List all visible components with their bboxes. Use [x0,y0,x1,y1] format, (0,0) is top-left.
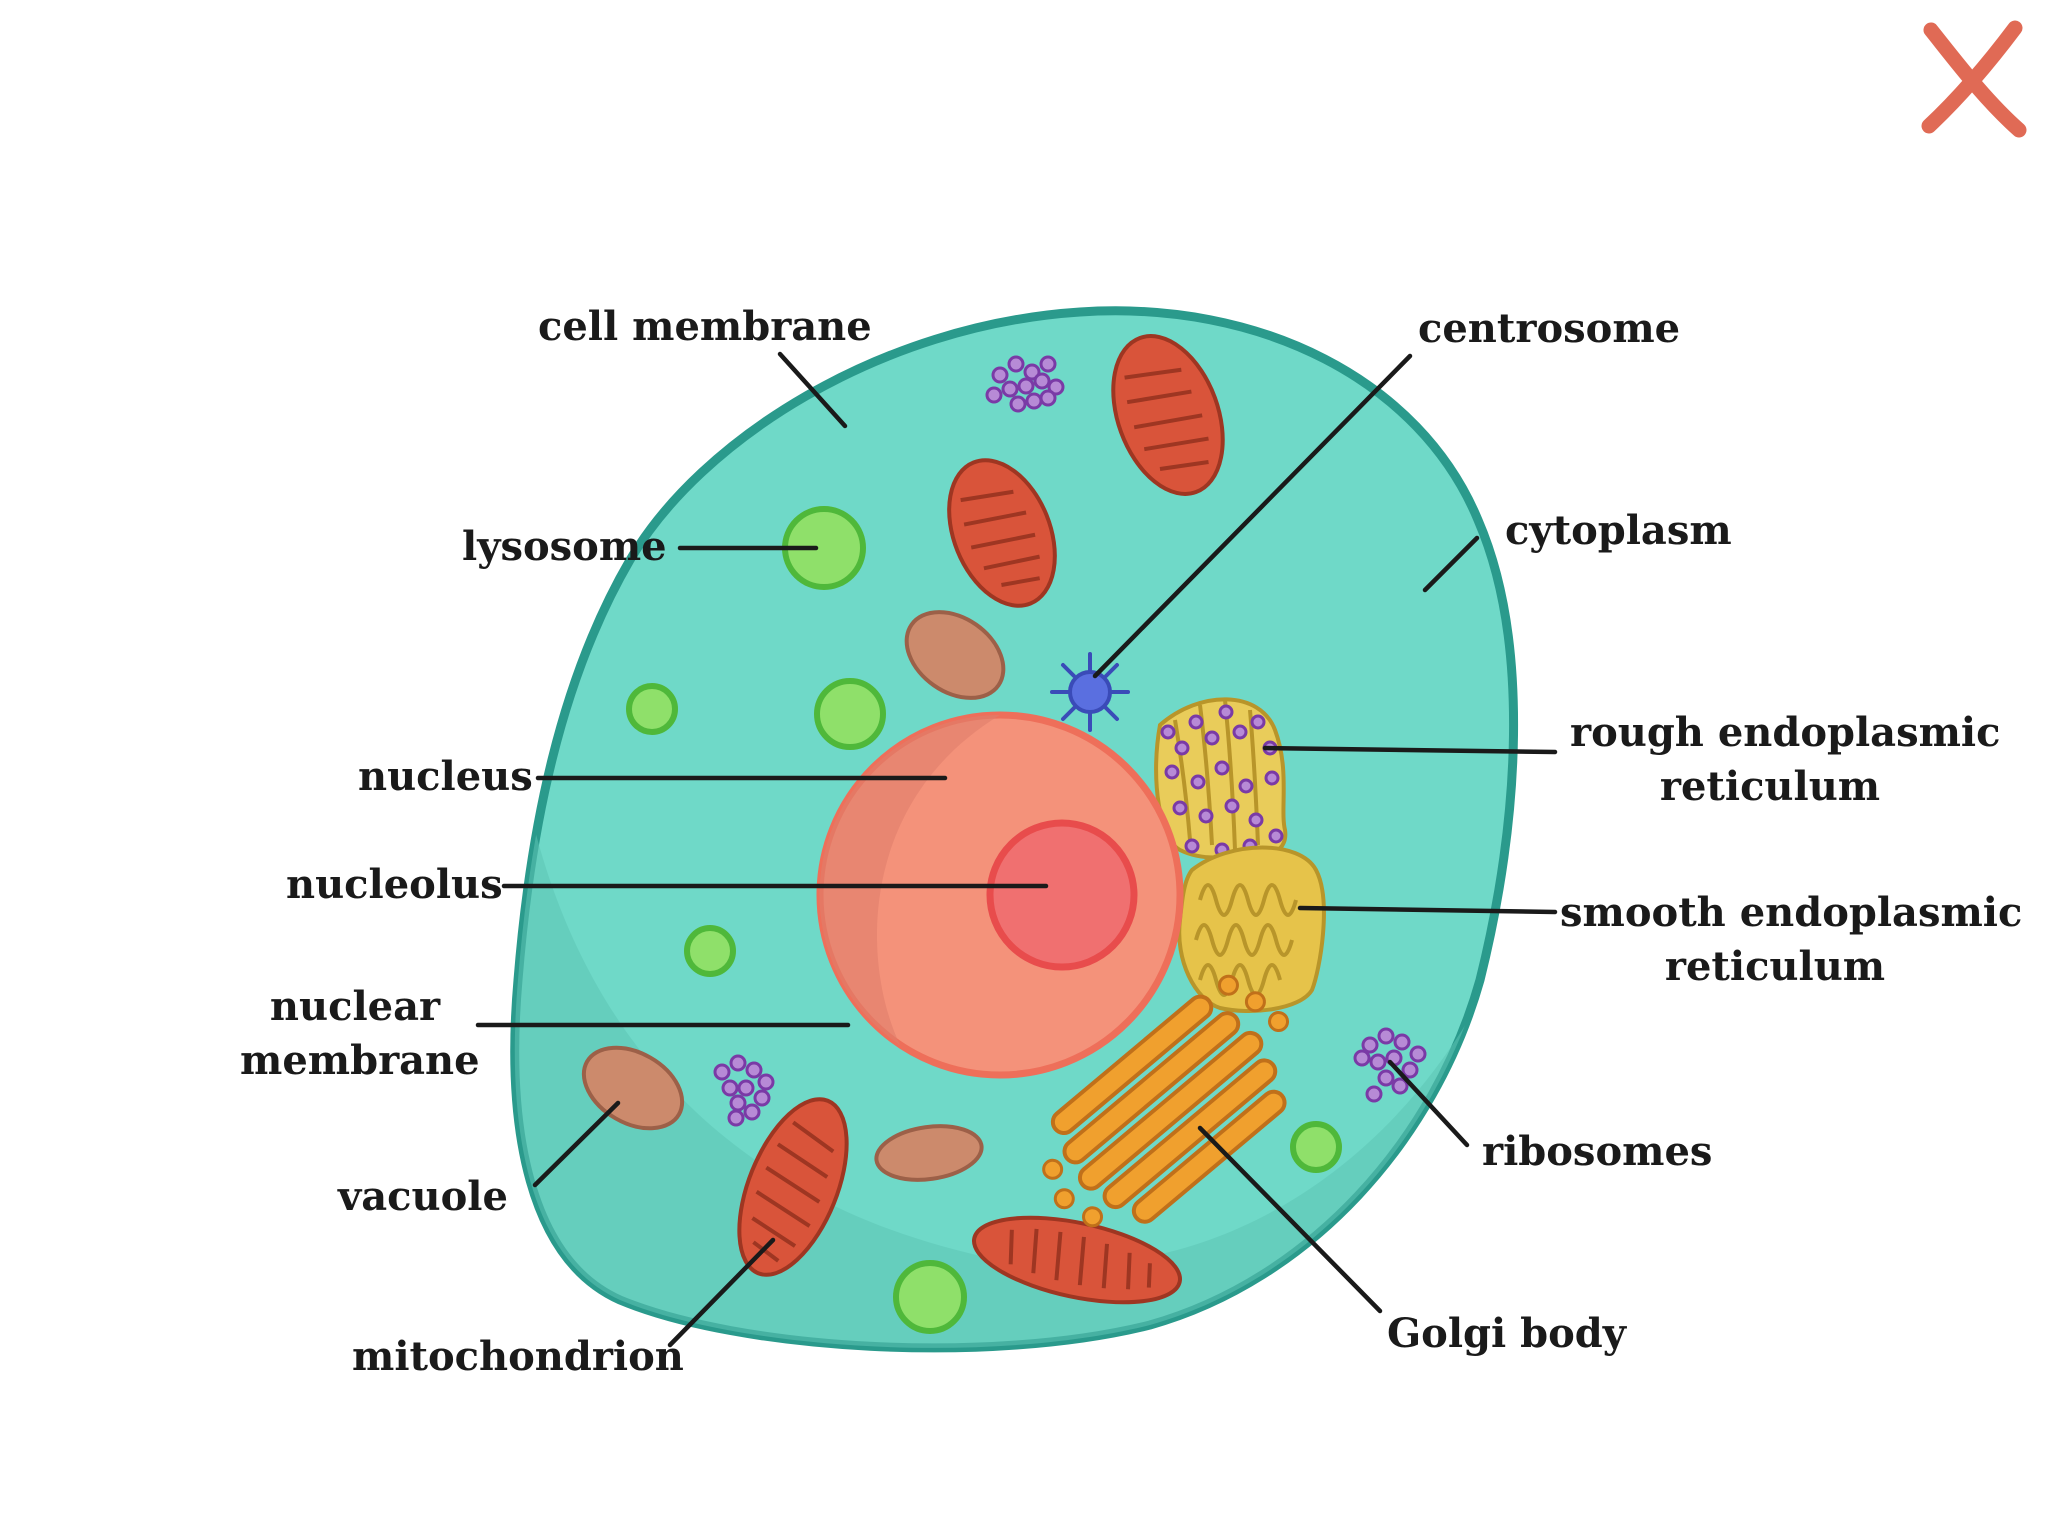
label-nuclear-membrane-line2: membrane [240,1037,480,1084]
rough-er [1154,697,1288,860]
label-vacuole: vacuole [338,1173,508,1220]
label-smooth-er: smooth endoplasmic reticulum [1560,886,2023,994]
nucleus [816,711,1184,1079]
nucleolus [986,819,1138,971]
vacuole-group [581,610,1006,1182]
label-rough-er-line2: reticulum [1659,763,1881,810]
mitochondrion-bottom [972,1215,1182,1305]
mitochondrion-top [1111,334,1225,496]
label-rough-er-line1: rough endoplasmic [1570,709,2001,756]
leader-lines [475,351,1558,1348]
label-cell-membrane: cell membrane [538,303,872,350]
label-cytoplasm: cytoplasm [1505,507,1732,554]
smooth-er [1177,845,1326,1013]
close-x-icon [1921,20,2027,138]
golgi-body [1042,974,1290,1228]
centrosome [1050,652,1130,732]
label-mitochondrion: mitochondrion [352,1333,684,1380]
label-nuclear-membrane: nuclear membrane [240,980,480,1088]
ribosome-cluster-right [1353,1027,1427,1103]
label-centrosome: centrosome [1418,305,1681,352]
lysosome-group [626,506,1342,1334]
mitochondrion-lower-left [737,1097,849,1277]
label-lysosome: lysosome [462,523,667,570]
ribosome-cluster-top [985,355,1065,413]
label-smooth-er-line1: smooth endoplasmic [1560,889,2023,936]
close-button[interactable] [1915,20,2033,138]
label-rough-er: rough endoplasmic reticulum [1570,706,2001,814]
label-nucleolus: nucleolus [286,861,503,908]
label-smooth-er-line2: reticulum [1664,943,1886,990]
label-nucleus: nucleus [358,753,533,800]
label-golgi-body: Golgi body [1387,1310,1626,1357]
label-ribosomes: ribosomes [1482,1128,1713,1175]
label-nuclear-membrane-line1: nuclear [269,983,441,1030]
ribosome-cluster-left [713,1054,775,1127]
